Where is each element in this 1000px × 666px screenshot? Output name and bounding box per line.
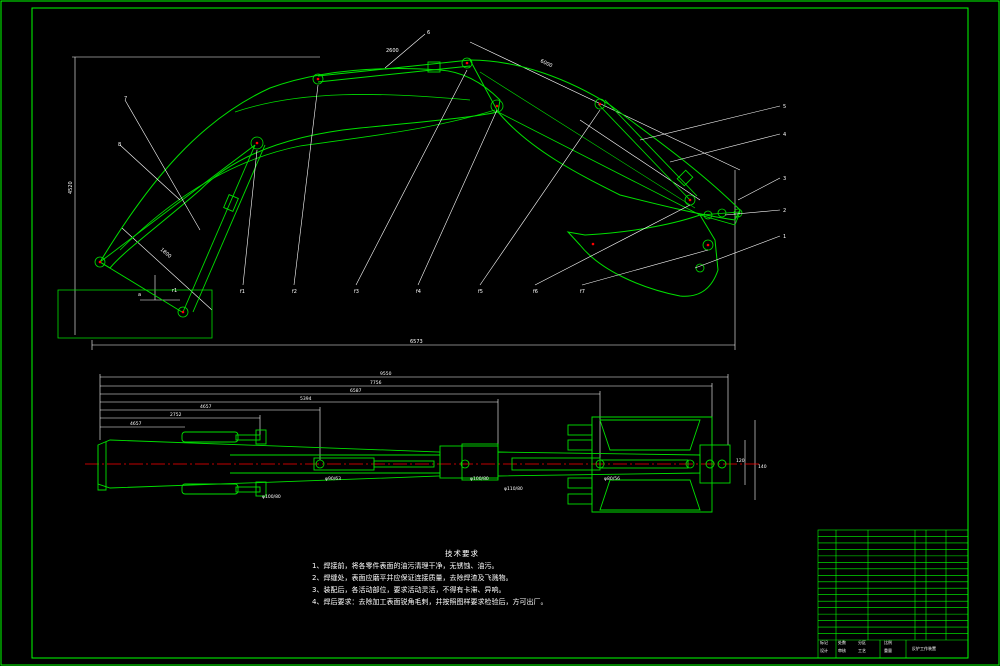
- base-block: [57, 289, 213, 339]
- note-item-4: 4、焊后要求：去除加工表面锐角毛刺，并按照图样要求检验后，方可出厂。: [312, 598, 548, 606]
- plan-dimensions: [99, 374, 756, 500]
- part-number-6: 6: [427, 30, 430, 36]
- boom-plan: [97, 439, 441, 491]
- part-number-1: 1: [783, 234, 786, 240]
- part-leaders: [119, 33, 781, 269]
- plan-dim-4: 5394: [300, 396, 312, 402]
- note-item-1: 1、焊接前，将各零件表面的油污清理干净，无锈蚀、油污。: [312, 562, 499, 570]
- f-leaders: [242, 69, 709, 286]
- dim-height: 4520: [68, 181, 74, 194]
- label-f2: f2: [292, 289, 297, 295]
- part-number-8: 8: [118, 142, 121, 148]
- boom: [99, 68, 501, 269]
- label-f1: f1: [240, 289, 245, 295]
- part-number-3: 3: [783, 176, 786, 182]
- pins: [94, 57, 743, 318]
- tb-drawing-name: 反铲工作装置: [912, 645, 936, 651]
- label-f6: f6: [533, 289, 538, 295]
- dim-boom-top: 2600: [386, 48, 399, 54]
- title-block-text: 反铲工作装置 标记 处数 分区 设计 审核 工艺 比例 重量: [820, 639, 936, 653]
- plan-tag-4: φ80/56: [604, 476, 620, 482]
- part-number-4: 4: [783, 132, 786, 138]
- plan-tag-3: φ100/80: [470, 476, 489, 482]
- label-a: a: [138, 292, 141, 298]
- boom-cylinder: [99, 144, 266, 313]
- label-f4: f4: [416, 289, 421, 295]
- dim-stick: 6000: [539, 58, 553, 69]
- label-f5: f5: [478, 289, 483, 295]
- bucket-plan: [567, 416, 731, 513]
- part-number-5: 5: [783, 104, 786, 110]
- stick-cylinder-plan: [313, 443, 499, 481]
- label-f7: f7: [580, 289, 585, 295]
- tb-footer-1: 标记: [820, 639, 828, 645]
- part-number-2: 2: [783, 208, 786, 214]
- tb-footer-2: 处数: [838, 639, 846, 645]
- stick: [469, 59, 741, 221]
- boom-cylinders-plan: [181, 429, 267, 497]
- stick-cylinder: [317, 59, 471, 83]
- title-block: [817, 529, 969, 659]
- plan-tag-5: φ110/80: [504, 486, 523, 492]
- pins-plan: [315, 459, 695, 469]
- plan-dim-5: 4657: [200, 404, 212, 410]
- plan-dim-7: 4657: [130, 421, 142, 427]
- plan-side-dim-2: 120: [736, 458, 745, 464]
- pin-centers: [98, 61, 710, 314]
- technical-requirements: 技术要求 1、焊接前，将各零件表面的油污清理干净，无锈蚀、油污。 2、焊缝处，表…: [312, 548, 612, 608]
- note-item-3: 3、装配后，各活动部位，要求活动灵活，不得有卡滞、异响。: [312, 586, 506, 594]
- elevation-view: [57, 33, 781, 350]
- plan-tag-2: φ90/63: [325, 476, 341, 482]
- tb-footer-7: 比例: [884, 639, 892, 645]
- plan-view: [85, 374, 760, 513]
- label-r1: r1: [172, 288, 177, 294]
- bucket: [566, 214, 719, 297]
- note-item-2: 2、焊缝处，表面应磨平并应保证连接质量，去除焊渣及飞溅物。: [312, 574, 513, 582]
- dim-diag: 1800: [159, 247, 173, 260]
- plan-dim-1: 9550: [380, 371, 392, 377]
- elevation-dimensions: [72, 41, 741, 350]
- plan-dim-2: 7756: [370, 380, 382, 386]
- inner-frame: [31, 7, 969, 659]
- dim-overall: 6573: [410, 339, 423, 345]
- tb-footer-5: 审核: [838, 647, 846, 653]
- tb-footer-4: 设计: [820, 647, 828, 653]
- tb-footer-6: 工艺: [858, 648, 866, 653]
- plan-dim-6: 2752: [170, 412, 182, 418]
- plan-dim-3: 6587: [350, 388, 362, 394]
- label-f3: f3: [354, 289, 359, 295]
- plan-side-dim-1: 140: [758, 464, 767, 470]
- part-number-7: 7: [124, 96, 127, 102]
- tb-footer-8: 重量: [884, 647, 892, 653]
- plan-labels: 9550 7756 6587 5394 4657 2752 4657 140 1…: [130, 371, 767, 500]
- bucket-cylinder: [597, 99, 698, 201]
- plan-tag-1: φ100/80: [262, 494, 281, 500]
- tb-footer-3: 分区: [858, 639, 866, 645]
- notes-title: 技术要求: [445, 549, 479, 558]
